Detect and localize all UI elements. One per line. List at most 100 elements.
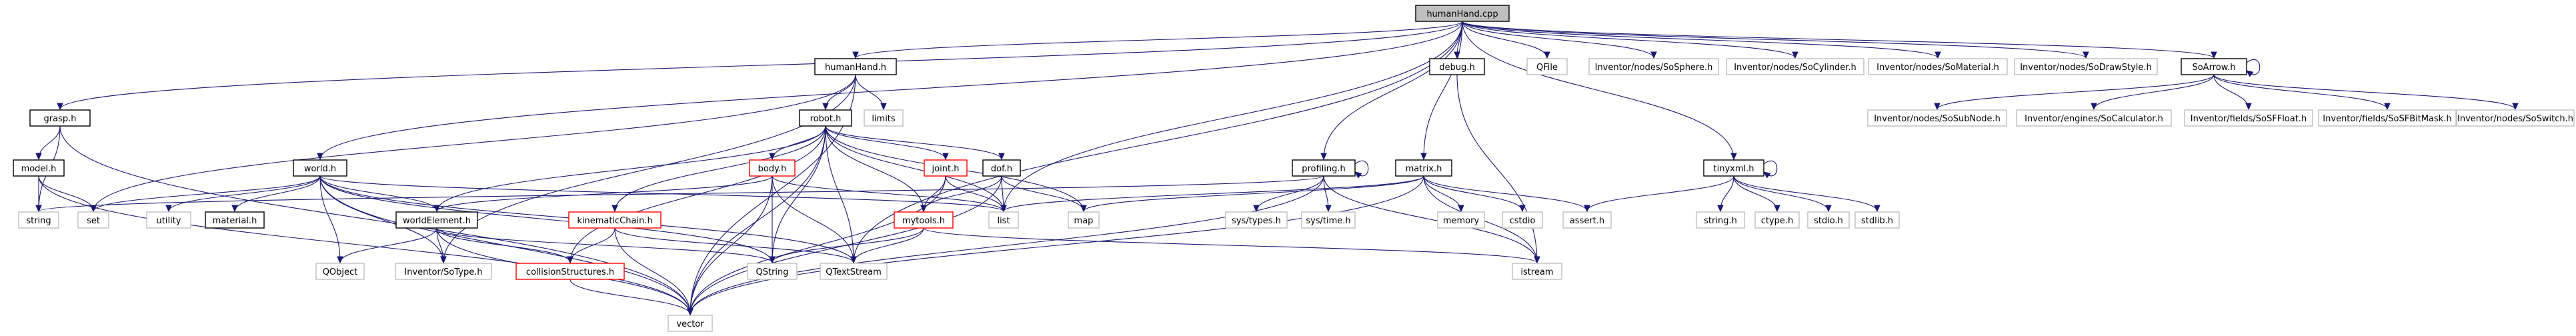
node-map[interactable]: map: [1068, 211, 1100, 229]
edge-line: [38, 175, 691, 315]
edge-line: [923, 227, 1538, 263]
node-box: [749, 159, 796, 177]
node-robot-h[interactable]: robot.h: [799, 109, 852, 127]
edge-line: [319, 175, 444, 263]
node-SoCylinder-h[interactable]: Inventor/nodes/SoCylinder.h: [1726, 58, 1864, 75]
edge-mytools_h-to-QString: [769, 227, 924, 264]
node-assert-h[interactable]: assert.h: [1562, 211, 1612, 229]
edge-humanHand_cpp-to-SoSphere_h: [1462, 21, 1657, 59]
node-humanHand-cpp[interactable]: humanHand.cpp: [1415, 5, 1510, 22]
node-sys-types-h[interactable]: sys/types.h: [1225, 211, 1288, 229]
node-tinyxml-h[interactable]: tinyxml.h: [1703, 159, 1764, 177]
node-label: Inventor/nodes/SoCylinder.h: [1734, 63, 1856, 73]
edge-line: [319, 175, 773, 263]
node-joint-h[interactable]: joint.h: [924, 159, 968, 177]
node-SoCalculator-h[interactable]: Inventor/engines/SoCalculator.h: [2016, 109, 2172, 127]
node-box: [1292, 159, 1356, 177]
node-SoSwitch-h[interactable]: Inventor/nodes/SoSwitch.h: [2456, 109, 2575, 127]
node-vector[interactable]: vector: [668, 315, 713, 332]
edge-line: [1256, 175, 1324, 212]
node-box: [1415, 5, 1510, 22]
node-utility[interactable]: utility: [146, 211, 191, 229]
node-QString[interactable]: QString: [747, 263, 798, 280]
edge-arrowhead: [942, 153, 949, 161]
node-debug-h[interactable]: debug.h: [1429, 58, 1485, 75]
node-label: profiling.h: [1302, 164, 1346, 174]
edge-arrowhead: [880, 103, 887, 111]
node-collisionStructures-h[interactable]: collisionStructures.h: [515, 263, 625, 280]
node-box: [1512, 263, 1562, 280]
node-worldElement-h[interactable]: worldElement.h: [395, 211, 478, 229]
node-grasp-h[interactable]: grasp.h: [29, 109, 91, 127]
edge-arrowhead: [769, 256, 776, 264]
edge-line: [1003, 21, 1463, 212]
node-string[interactable]: string: [18, 211, 59, 229]
node-box: [293, 159, 347, 177]
node-SoSubNode-h[interactable]: Inventor/nodes/SoSubNode.h: [1867, 109, 2007, 127]
node-box: [668, 315, 713, 332]
node-mytools-h[interactable]: mytools.h: [894, 211, 954, 229]
node-box: [1225, 211, 1288, 229]
edge-debug_h-to-istream: [1456, 74, 1540, 264]
node-SoMaterial-h[interactable]: Inventor/nodes/SoMaterial.h: [1868, 58, 2008, 75]
node-label: stdlib.h: [1861, 216, 1893, 226]
node-label: robot.h: [810, 114, 842, 124]
node-box: [924, 159, 968, 177]
node-limits[interactable]: limits: [864, 109, 904, 127]
node-istream[interactable]: istream: [1512, 263, 1562, 280]
node-humanHand-h[interactable]: humanHand.h: [814, 58, 897, 75]
node-profiling-h[interactable]: profiling.h: [1292, 159, 1356, 177]
node-SoArrow-h[interactable]: SoArrow.h: [2181, 58, 2247, 75]
node-memory[interactable]: memory: [1437, 211, 1485, 229]
edge-body_h-to-worldElement_h: [433, 175, 773, 213]
node-sys-time-h[interactable]: sys/time.h: [1301, 211, 1356, 229]
node-SoSFFloat-h[interactable]: Inventor/fields/SoSFFloat.h: [2184, 109, 2313, 127]
node-box: [820, 263, 888, 280]
node-model-h[interactable]: model.h: [13, 159, 65, 177]
edge-worldElement_h-to-QObject: [337, 227, 437, 264]
edge-line: [772, 175, 1004, 212]
edge-line: [690, 175, 946, 315]
node-material-h[interactable]: material.h: [205, 211, 265, 229]
node-QFile[interactable]: QFile: [1526, 58, 1568, 75]
edge-worldElement_h-to-SoType_h: [436, 227, 447, 264]
node-string-h[interactable]: string.h: [1696, 211, 1745, 229]
node-label: model.h: [21, 164, 57, 174]
node-set[interactable]: set: [77, 211, 109, 229]
edge-humanHand_cpp-to-profiling_h: [1320, 21, 1463, 161]
node-box: [13, 159, 65, 177]
edge-arrowhead: [1874, 205, 1880, 213]
edge-grasp_h-to-model_h: [35, 125, 61, 161]
node-list[interactable]: list: [988, 211, 1019, 229]
node-label: tinyxml.h: [1714, 164, 1754, 174]
node-stdlib-h[interactable]: stdlib.h: [1854, 211, 1900, 229]
node-box: [146, 211, 191, 229]
node-box: [568, 211, 662, 229]
edge-line: [1423, 175, 1523, 212]
edge-arrowhead: [611, 205, 618, 213]
edge-line: [319, 175, 341, 263]
node-label: assert.h: [1570, 216, 1604, 226]
node-SoType-h[interactable]: Inventor/SoType.h: [395, 263, 492, 280]
node-SoDrawStyle-h[interactable]: Inventor/nodes/SoDrawStyle.h: [2014, 58, 2158, 75]
node-SoSphere-h[interactable]: Inventor/nodes/SoSphere.h: [1588, 58, 1719, 75]
node-SoSFBitMask-h[interactable]: Inventor/fields/SoSFBitMask.h: [2318, 109, 2457, 127]
node-QObject[interactable]: QObject: [315, 263, 365, 280]
edge-dof_h-to-mytools_h: [920, 175, 1002, 213]
edge-robot_h-to-vector: [687, 125, 826, 316]
node-box: [747, 263, 798, 280]
node-cstdio[interactable]: cstdio: [1502, 211, 1543, 229]
node-world-h[interactable]: world.h: [293, 159, 347, 177]
edge-line: [234, 175, 321, 212]
edges-layer: [35, 21, 2519, 316]
edge-arrowhead: [1792, 51, 1798, 59]
node-kinematicChain-h[interactable]: kinematicChain.h: [568, 211, 662, 229]
node-matrix-h[interactable]: matrix.h: [1395, 159, 1452, 177]
node-QTextStream[interactable]: QTextStream: [820, 263, 888, 280]
node-stdio-h[interactable]: stdio.h: [1807, 211, 1850, 229]
node-dof-h[interactable]: dof.h: [982, 159, 1021, 177]
node-box: [1502, 211, 1543, 229]
node-ctype-h[interactable]: ctype.h: [1754, 211, 1800, 229]
node-body-h[interactable]: body.h: [749, 159, 796, 177]
edge-line: [2213, 74, 2388, 110]
